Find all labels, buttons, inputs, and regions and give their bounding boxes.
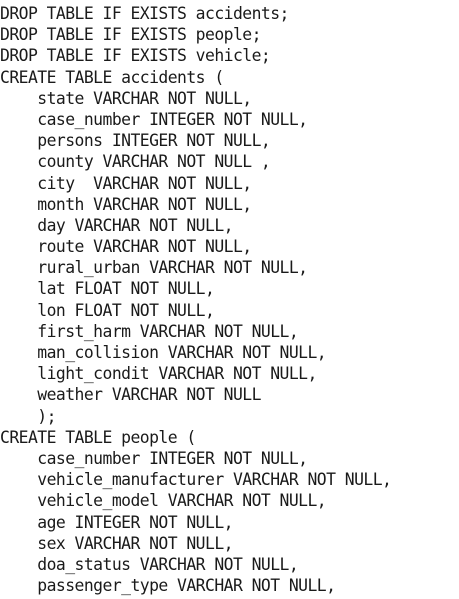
code-line: doa_status VARCHAR NOT NULL,: [0, 554, 299, 574]
code-line: month VARCHAR NOT NULL,: [0, 194, 252, 214]
code-line: lat FLOAT NOT NULL,: [0, 279, 215, 299]
code-line: DROP TABLE IF EXISTS vehicle;: [0, 46, 271, 66]
code-line: route VARCHAR NOT NULL,: [0, 237, 252, 257]
code-line: CREATE TABLE people (: [0, 427, 196, 447]
code-line: case_number INTEGER NOT NULL,: [0, 448, 308, 468]
code-line: light_condit VARCHAR NOT NULL,: [0, 364, 317, 384]
code-line: DROP TABLE IF EXISTS accidents;: [0, 4, 289, 23]
code-line: case_number INTEGER NOT NULL,: [0, 109, 308, 129]
code-line: age INTEGER NOT NULL,: [0, 512, 233, 532]
code-line: sex VARCHAR NOT NULL,: [0, 533, 233, 553]
code-line: state VARCHAR NOT NULL,: [0, 88, 252, 108]
code-line: CREATE TABLE accidents (: [0, 67, 224, 87]
code-line: vehicle_model VARCHAR NOT NULL,: [0, 491, 327, 511]
code-line: day VARCHAR NOT NULL,: [0, 215, 233, 235]
code-line: first_harm VARCHAR NOT NULL,: [0, 321, 299, 341]
code-line: persons INTEGER NOT NULL,: [0, 131, 271, 151]
code-line: passenger_type VARCHAR NOT NULL,: [0, 576, 336, 596]
code-line: lon FLOAT NOT NULL,: [0, 300, 215, 320]
code-line: weather VARCHAR NOT NULL: [0, 385, 261, 405]
code-lines: DROP TABLE IF EXISTS accidents; DROP TAB…: [0, 3, 392, 596]
code-line: man_collision VARCHAR NOT NULL,: [0, 343, 327, 362]
code-line: DROP TABLE IF EXISTS people;: [0, 25, 261, 45]
code-line: vehicle_manufacturer VARCHAR NOT NULL,: [0, 470, 392, 490]
code-line: county VARCHAR NOT NULL ,: [0, 152, 271, 172]
code-line: rural_urban VARCHAR NOT NULL,: [0, 258, 308, 278]
code-line: );: [0, 406, 56, 426]
code-line: city VARCHAR NOT NULL,: [0, 173, 252, 193]
